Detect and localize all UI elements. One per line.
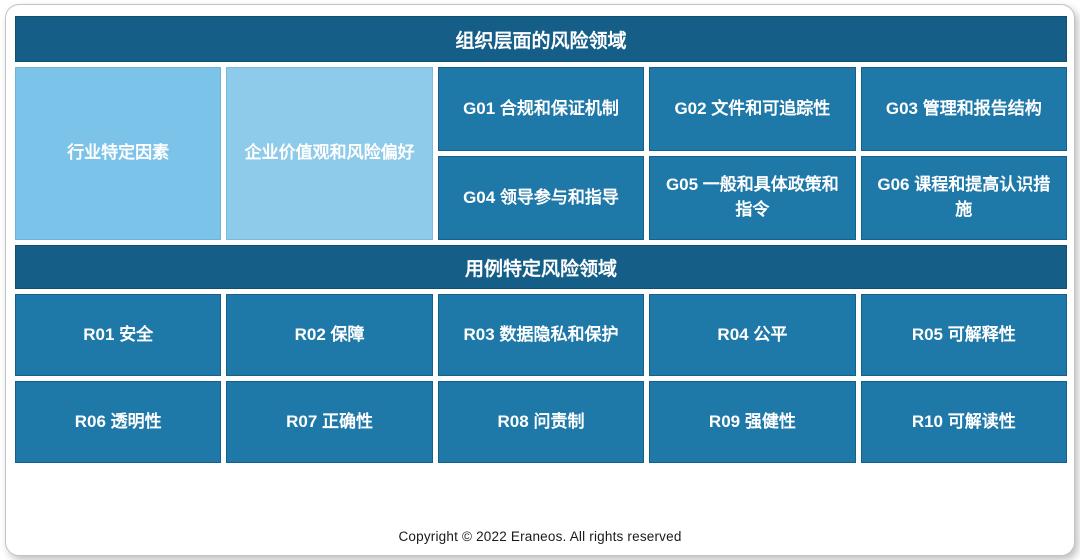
cell-g06: G06 课程和提高认识措施 — [860, 156, 1067, 240]
cell-g02: G02 文件和可追踪性 — [649, 67, 856, 151]
cell-r05: R05 可解释性 — [860, 294, 1067, 376]
cell-r08: R08 问责制 — [437, 381, 645, 463]
org-risk-header: 组织层面的风险领域 — [15, 16, 1067, 62]
cell-corporate-values: 企业价值观和风险偏好 — [226, 67, 433, 240]
cell-g01: G01 合规和保证机制 — [437, 67, 645, 151]
cell-r10: R10 可解读性 — [860, 381, 1067, 463]
cell-r02: R02 保障 — [226, 294, 433, 376]
risk-framework-grid: 组织层面的风险领域 行业特定因素 企业价值观和风险偏好 G01 合规和保证机制 … — [15, 16, 1067, 463]
cell-industry-factors: 行业特定因素 — [15, 67, 222, 240]
cell-r03: R03 数据隐私和保护 — [437, 294, 645, 376]
cell-r09: R09 强健性 — [649, 381, 856, 463]
cell-g03: G03 管理和报告结构 — [860, 67, 1067, 151]
cell-r06: R06 透明性 — [15, 381, 222, 463]
cell-r04: R04 公平 — [649, 294, 856, 376]
cell-g05: G05 一般和具体政策和指令 — [649, 156, 856, 240]
cell-g04: G04 领导参与和指导 — [437, 156, 645, 240]
usecase-risk-header: 用例特定风险领域 — [15, 245, 1067, 289]
risk-framework-card: 组织层面的风险领域 行业特定因素 企业价值观和风险偏好 G01 合规和保证机制 … — [5, 4, 1075, 556]
cell-r07: R07 正确性 — [226, 381, 433, 463]
copyright-text: Copyright © 2022 Eraneos. All rights res… — [398, 529, 682, 544]
cell-r01: R01 安全 — [15, 294, 222, 376]
